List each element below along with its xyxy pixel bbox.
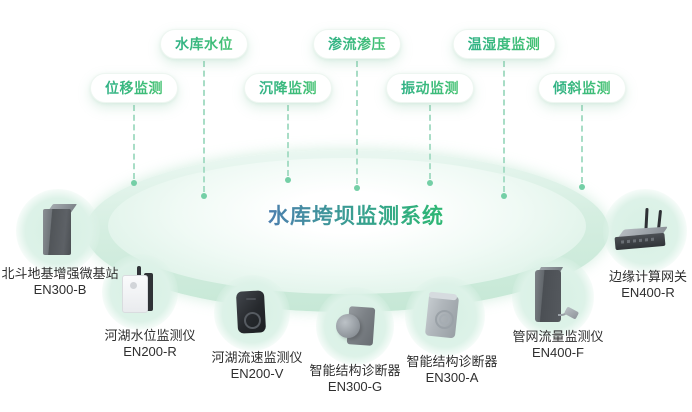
device-structure-diagnoser-a: [423, 291, 467, 339]
device-model: EN300-G: [327, 379, 383, 394]
device-name: 河湖水位监测仪: [104, 328, 196, 343]
pill-tilt: 倾斜监测: [538, 73, 626, 103]
connector-tilt: [579, 105, 585, 190]
device-edge-gateway: [614, 207, 677, 254]
device-flow-velocity-monitor: [235, 290, 269, 335]
device-model: EN200-V: [230, 366, 284, 381]
diagnoser-g-disk: [336, 314, 360, 338]
pill-settlement: 沉降监测: [244, 73, 332, 103]
system-title: 水库垮坝监测系统: [268, 200, 444, 230]
device-model: EN400-F: [531, 345, 585, 360]
connector-vibration: [427, 105, 433, 186]
pipe-flow-body: [535, 270, 561, 322]
pill-displacement: 位移监测: [90, 73, 178, 103]
pill-settlement-label: 沉降监测: [259, 80, 317, 96]
platform-ellipse-inner: [108, 158, 586, 294]
connector-reservoir-level: [201, 61, 207, 199]
beidou-tower-body: [43, 209, 71, 255]
pill-reservoir-water-level: 水库水位: [160, 29, 248, 59]
diagnoser-a-ring-inner: [439, 314, 450, 325]
pill-reservoir-water-level-label: 水库水位: [175, 36, 233, 52]
device-name: 河湖流速监测仪: [211, 350, 303, 365]
pipe-flow-dongle: [563, 306, 580, 320]
water-level-side-panel: [144, 273, 153, 311]
connector-displacement: [131, 105, 137, 186]
device-model: EN200-R: [123, 344, 177, 359]
connector-temp-humidity: [501, 61, 507, 199]
water-level-sensor-dot: [130, 282, 137, 289]
pill-seepage-pressure: 渗流渗压: [313, 29, 401, 59]
device-name: 智能结构诊断器: [406, 354, 498, 369]
pipe-flow-cable: [558, 305, 570, 316]
pill-vibration: 振动监测: [386, 73, 474, 103]
diagnoser-a-ring-outer: [435, 310, 454, 329]
label-pipe-flow-monitor: 管网流量监测仪 EN400-F: [512, 329, 603, 361]
label-edge-gateway: 边缘计算网关 EN400-R: [609, 269, 687, 301]
device-pipe-flow-monitor: [535, 267, 581, 327]
pill-seepage-pressure-label: 渗流渗压: [328, 36, 386, 52]
label-flow-velocity-monitor: 河湖流速监测仪 EN200-V: [211, 350, 302, 382]
gateway-antenna-left: [644, 207, 649, 231]
flow-velocity-slot: [246, 298, 256, 300]
device-model: EN300-A: [425, 370, 479, 385]
device-model: EN400-R: [621, 285, 675, 300]
pill-tilt-label: 倾斜监测: [553, 80, 611, 96]
pill-temperature-humidity-label: 温湿度监测: [467, 36, 541, 52]
device-beidou-base-station: [43, 204, 78, 256]
pill-temperature-humidity: 温湿度监测: [452, 29, 556, 59]
label-structure-diagnoser-a: 智能结构诊断器 EN300-A: [406, 354, 497, 386]
device-name: 智能结构诊断器: [309, 363, 401, 378]
antenna-icon: [137, 266, 141, 277]
connector-settlement: [285, 105, 291, 183]
device-model: EN300-B: [33, 282, 87, 297]
label-beidou-base-station: 北斗地基增强微基站 EN300-B: [1, 266, 118, 298]
label-water-level-monitor: 河湖水位监测仪 EN200-R: [104, 328, 195, 360]
water-level-body: [122, 275, 148, 313]
connector-seepage: [354, 61, 360, 191]
device-structure-diagnoser-g: [336, 305, 376, 349]
device-water-level-monitor: [122, 266, 158, 313]
device-name: 北斗地基增强微基站: [1, 266, 119, 281]
pill-vibration-label: 振动监测: [401, 80, 459, 96]
label-structure-diagnoser-g: 智能结构诊断器 EN300-G: [309, 363, 400, 395]
device-name: 管网流量监测仪: [512, 329, 604, 344]
device-name: 边缘计算网关: [608, 269, 688, 284]
pill-displacement-label: 位移监测: [105, 80, 163, 96]
